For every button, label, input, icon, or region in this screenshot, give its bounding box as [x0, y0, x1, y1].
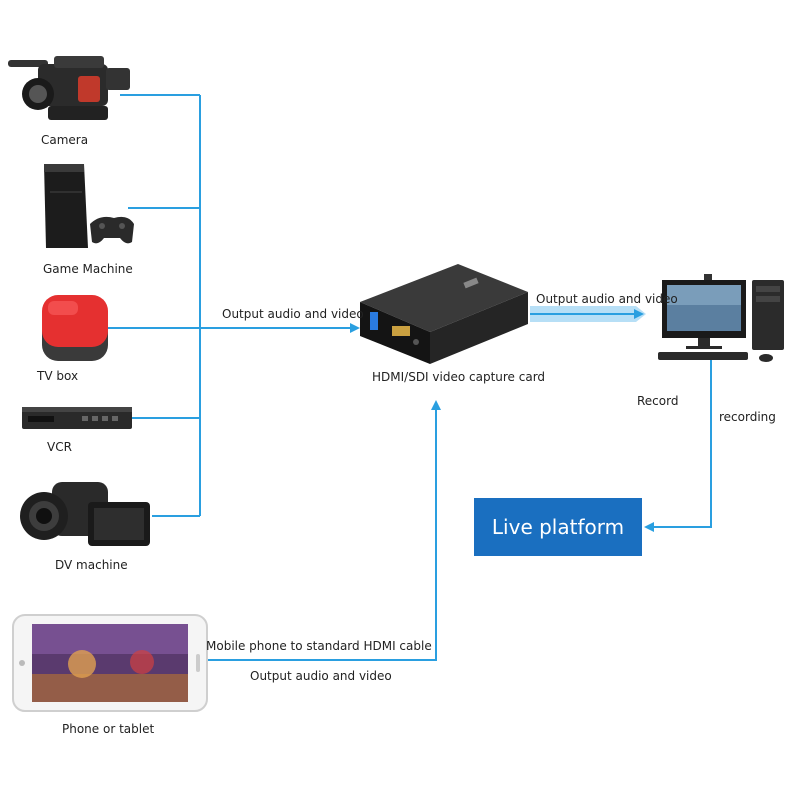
capture-card-label: HDMI/SDI video capture card	[372, 370, 546, 384]
game-console-icon	[44, 164, 134, 248]
vcr-icon	[22, 407, 132, 429]
capture-card-icon	[360, 264, 528, 364]
phone-icon	[12, 614, 208, 712]
source-label-game: Game Machine	[43, 262, 133, 276]
tv-box-icon	[42, 295, 108, 361]
source-label-tvbox: TV box	[37, 369, 79, 383]
source-label-vcr: VCR	[47, 440, 72, 454]
live-platform-label: Live platform	[491, 515, 625, 539]
edge-label-phone-cable: Mobile phone to standard HDMI cable	[206, 639, 432, 653]
wire-phone	[208, 400, 441, 661]
edge-label-record: Record	[637, 394, 679, 408]
camcorder-pro-icon	[8, 56, 130, 120]
edge-label-card-to-pc: Output audio and video	[536, 292, 678, 306]
edge-label-phone-output: Output audio and video	[250, 669, 392, 683]
live-platform-box: Live platform	[474, 498, 642, 556]
edge-label-recording: recording	[719, 410, 776, 424]
edge-label-sources-to-card: Output audio and video	[222, 307, 364, 321]
source-label-dv: DV machine	[55, 558, 128, 572]
desktop-computer-icon	[658, 274, 784, 362]
source-label-camera: Camera	[41, 133, 89, 147]
dv-camcorder-icon	[20, 482, 150, 546]
wire-pc-live	[644, 360, 712, 532]
source-label-phone: Phone or tablet	[62, 722, 155, 736]
